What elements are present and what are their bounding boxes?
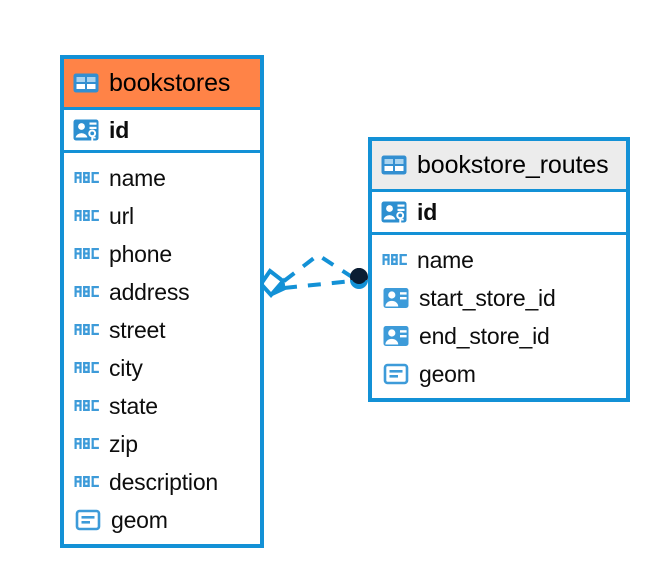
primary-key-icon (72, 116, 100, 144)
text-type-icon (74, 206, 100, 226)
entity-header-bookstores[interactable]: bookstores (64, 59, 260, 107)
text-type-icon (74, 320, 100, 340)
field-row-start-store-id[interactable]: start_store_id (372, 279, 626, 317)
field-row-address[interactable]: address (64, 273, 260, 311)
relationship-line-lower (283, 279, 353, 290)
table-icon (72, 69, 100, 97)
field-row-name[interactable]: name (64, 159, 260, 197)
foreign-key-icon (382, 322, 410, 350)
text-type-icon (74, 472, 100, 492)
field-row-description[interactable]: description (64, 463, 260, 501)
field-label: name (417, 246, 474, 273)
text-type-icon (382, 250, 408, 270)
text-type-icon (74, 244, 100, 264)
primary-key-label-bookstores: id (109, 116, 130, 143)
field-row-zip[interactable]: zip (64, 425, 260, 463)
primary-key-icon (380, 198, 408, 226)
field-label: geom (111, 506, 168, 533)
primary-key-label-bookstore-routes: id (417, 198, 438, 225)
field-row-end-store-id[interactable]: end_store_id (372, 317, 626, 355)
field-label: description (109, 468, 219, 495)
relationship-line-upper (282, 252, 354, 283)
field-row-phone[interactable]: phone (64, 235, 260, 273)
field-label: state (109, 392, 158, 419)
filled-circle-marker (350, 268, 368, 289)
primary-key-row-bookstore-routes[interactable]: id (372, 189, 626, 235)
geometry-type-icon (74, 506, 102, 534)
entity-title-bookstores: bookstores (109, 68, 231, 97)
field-label: name (109, 164, 166, 191)
entity-bookstores[interactable]: bookstores id (60, 55, 264, 548)
geometry-type-icon (382, 360, 410, 388)
field-row-url[interactable]: url (64, 197, 260, 235)
field-row-street[interactable]: street (64, 311, 260, 349)
field-row-city[interactable]: city (64, 349, 260, 387)
text-type-icon (74, 434, 100, 454)
entity-title-bookstore-routes: bookstore_routes (417, 150, 609, 179)
entity-bookstore-routes[interactable]: bookstore_routes id (368, 137, 630, 402)
primary-key-row-bookstores[interactable]: id (64, 107, 260, 153)
field-row-name[interactable]: name (372, 241, 626, 279)
field-label: street (109, 316, 166, 343)
text-type-icon (74, 358, 100, 378)
field-list-bookstores: name u (64, 153, 260, 545)
field-row-state[interactable]: state (64, 387, 260, 425)
entity-header-bookstore-routes[interactable]: bookstore_routes (372, 141, 626, 189)
field-label: end_store_id (419, 322, 550, 349)
text-type-icon (74, 168, 100, 188)
field-label: zip (109, 430, 138, 457)
field-label: phone (109, 240, 172, 267)
field-label: address (109, 278, 190, 305)
diamond-marker (258, 268, 286, 299)
field-label: geom (419, 360, 476, 387)
foreign-key-icon (382, 284, 410, 312)
text-type-icon (74, 282, 100, 302)
field-row-geom[interactable]: geom (372, 355, 626, 393)
text-type-icon (74, 396, 100, 416)
field-label: url (109, 202, 134, 229)
field-label: start_store_id (419, 284, 556, 311)
table-icon (380, 151, 408, 179)
field-row-geom[interactable]: geom (64, 501, 260, 539)
field-list-bookstore-routes: name start_store_id (372, 235, 626, 399)
field-label: city (109, 354, 143, 381)
